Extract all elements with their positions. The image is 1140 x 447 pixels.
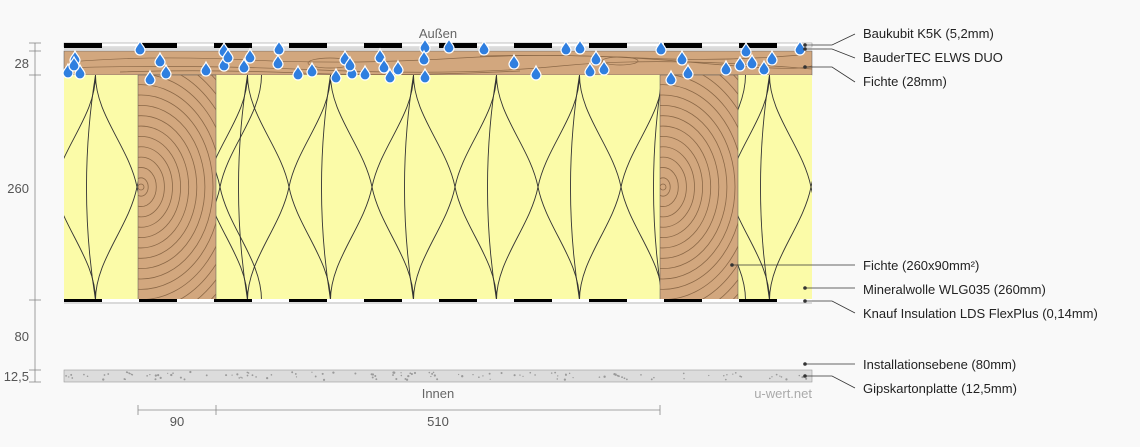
moisture-drops: [62, 37, 806, 86]
spruce-board-layer: [63, 50, 813, 76]
water-drop-icon: [443, 37, 455, 54]
water-drop-icon: [508, 53, 520, 70]
water-drop-icon: [134, 39, 146, 56]
dim-rafter-width: 90: [170, 414, 184, 429]
spruce-rafter-left: [137, 74, 217, 301]
water-drop-icon: [68, 55, 80, 72]
water-drop-icon: [746, 53, 758, 70]
label-baukubit: Baukubit K5K (5,2mm): [863, 26, 994, 41]
water-drop-icon: [238, 57, 250, 74]
water-drop-icon: [160, 63, 172, 80]
water-drop-icon: [560, 39, 572, 56]
dim-gypsum-thickness: 12,5: [4, 369, 29, 384]
water-drop-icon: [273, 39, 285, 56]
water-drop-icon: [665, 69, 677, 86]
watermark: u-wert.net: [754, 386, 812, 401]
water-drop-icon: [478, 39, 490, 56]
water-drop-icon: [384, 67, 396, 84]
water-drop-icon: [154, 51, 166, 68]
label-mineral-wool: Mineralwolle WLG035 (260mm): [863, 282, 1046, 297]
layer-leader-lines: [732, 33, 856, 389]
water-drop-icon: [374, 47, 386, 64]
water-drop-icon: [584, 61, 596, 78]
water-drop-icon: [222, 47, 234, 64]
water-drop-icon: [392, 59, 404, 76]
water-drop-icon: [272, 53, 284, 70]
water-drop-icon: [740, 41, 752, 58]
water-drop-icon: [419, 67, 431, 84]
roofing-membrane-layer: [63, 42, 813, 50]
water-drop-icon: [378, 57, 390, 74]
water-drop-icon: [344, 55, 356, 72]
bottom-dimension-line: [137, 405, 661, 415]
water-drop-icon: [144, 69, 156, 86]
inside-caption: Innen: [422, 386, 455, 401]
water-drop-icon: [200, 60, 212, 77]
label-spruce-rafter: Fichte (260x90mm²): [863, 258, 979, 273]
water-drop-icon: [734, 55, 746, 72]
water-drop-icon: [720, 59, 732, 76]
label-knauf-membrane: Knauf Insulation LDS FlexPlus (0,14mm): [863, 306, 1098, 321]
label-installation-layer: Installationsebene (80mm): [863, 357, 1016, 372]
label-gypsum-board: Gipskartonplatte (12,5mm): [863, 381, 1017, 396]
water-drop-icon: [794, 39, 806, 56]
water-drop-icon: [682, 63, 694, 80]
label-baudertec: BauderTEC ELWS DUO: [863, 50, 1003, 65]
outside-caption: Außen: [419, 26, 457, 41]
installation-layer: [64, 304, 812, 370]
water-drop-icon: [330, 67, 342, 84]
water-drop-icon: [530, 64, 542, 81]
water-drop-icon: [655, 39, 667, 56]
water-drop-icon: [306, 61, 318, 78]
water-drop-icon: [244, 47, 256, 64]
water-drop-icon: [676, 49, 688, 66]
left-dimension-line: [29, 42, 41, 383]
water-drop-icon: [419, 37, 431, 54]
water-drop-icon: [758, 59, 770, 76]
layer-leader-dots: [730, 43, 807, 378]
label-spruce-board: Fichte (28mm): [863, 74, 947, 89]
spruce-rafter-right: [659, 74, 739, 301]
water-drop-icon: [598, 59, 610, 76]
dim-rafter-depth: 260: [7, 181, 29, 196]
water-drop-icon: [590, 49, 602, 66]
water-drop-icon: [292, 64, 304, 81]
water-drop-icon: [766, 49, 778, 66]
gypsum-board-layer: [63, 369, 813, 383]
vapour-membrane-layer: [64, 299, 812, 304]
water-drop-icon: [574, 38, 586, 55]
dim-board-thickness: 28: [15, 56, 29, 71]
water-drop-icon: [418, 49, 430, 66]
dim-rafter-spacing: 510: [427, 414, 449, 429]
dim-installation-depth: 80: [15, 329, 29, 344]
water-drop-icon: [359, 64, 371, 81]
